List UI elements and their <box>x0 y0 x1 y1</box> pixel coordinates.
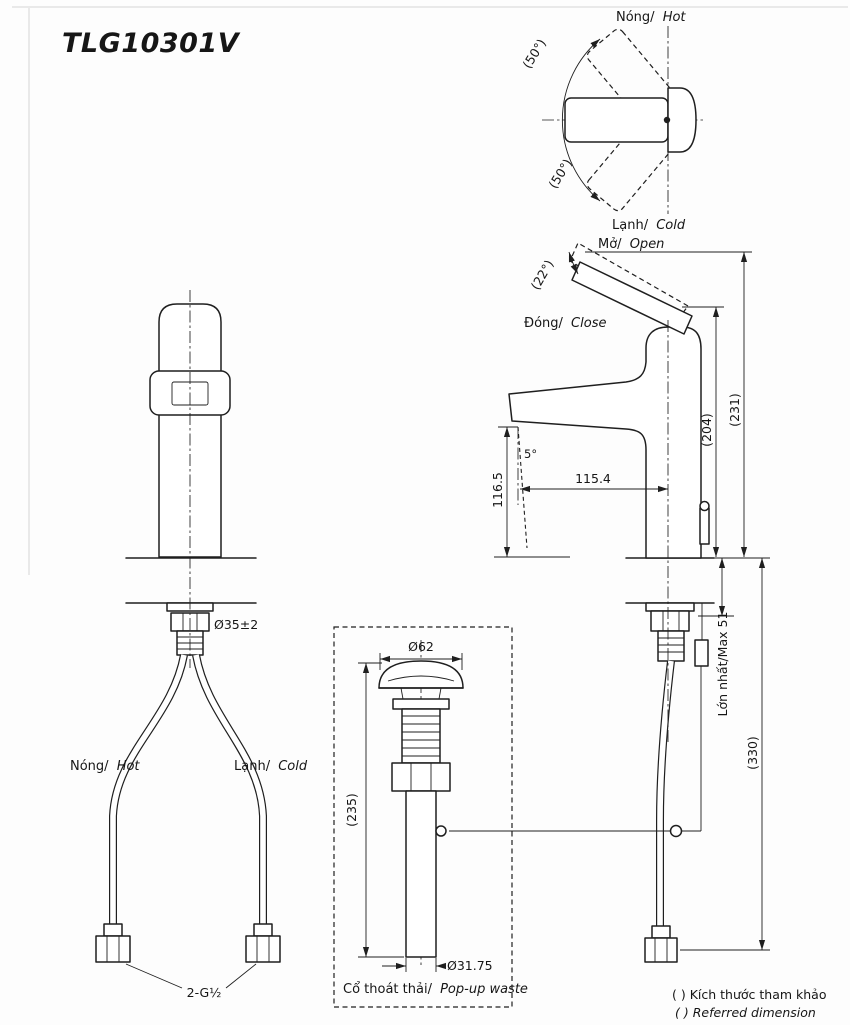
swing-angle-lower-label: (50°) <box>545 156 575 191</box>
hose-collar-left <box>103 923 123 937</box>
hose-collar-right <box>253 923 273 937</box>
open-label: Mở/ Open <box>598 237 664 252</box>
dim-204-label: (204) <box>699 413 714 447</box>
popup-flange <box>392 698 450 710</box>
shank-washer <box>645 602 695 612</box>
spout-top-outline <box>667 87 697 153</box>
faucet-body-outline <box>508 326 702 559</box>
leader-line <box>225 963 257 989</box>
open-label-en: Open <box>630 237 665 252</box>
leader-line <box>125 963 183 989</box>
max-deck-label: Lớn nhất/Max 51 <box>715 612 730 717</box>
open-angle-label: (22°) <box>528 257 557 292</box>
popup-rod-knob-top <box>699 500 710 512</box>
popup-cap-inner-line <box>387 675 455 682</box>
model-title: TLG10301V <box>62 28 241 59</box>
legend-note-en: ( ) Referred dimension <box>675 1005 816 1020</box>
open-label-vi: Mở/ <box>598 237 622 252</box>
hot-hose-label-vi: Nóng/ <box>70 759 109 774</box>
popup-rod-clevis <box>694 639 709 667</box>
linkage-socket <box>435 825 447 837</box>
open-close-arc <box>568 251 579 275</box>
detail-box-dashed-border <box>333 626 513 1008</box>
length-label: (235) <box>344 793 359 827</box>
shank-diameter-label: Ø35±2 <box>214 617 258 632</box>
hot-direction-label-en: Hot <box>663 10 687 25</box>
supply-hose-core <box>657 660 674 928</box>
swing-arc <box>561 38 601 202</box>
handle-rotated-outline <box>586 107 683 212</box>
hose-right-outline <box>192 654 267 926</box>
hose-nut-left <box>95 935 131 963</box>
legend: ( ) Kích thước tham khảo ( ) Referred di… <box>672 987 826 1020</box>
cold-direction-label: Lạnh/ Cold <box>612 218 686 233</box>
front-view: Ø35±2 Nóng/ Hot Lạnh/ Cold 2-G½ <box>70 290 308 1000</box>
hose-right-core <box>193 654 266 926</box>
close-label-vi: Đóng/ <box>524 316 564 331</box>
stream-angle-label: 5° <box>524 447 537 461</box>
shank-locknut <box>650 610 690 632</box>
hose-nut-right <box>245 935 281 963</box>
popup-locknut <box>391 762 451 792</box>
popup-caption: Cổ thoát thải/ Pop-up waste <box>343 982 528 997</box>
hot-hose-label-en: Hot <box>117 759 141 774</box>
handle-swing-upper <box>586 28 683 133</box>
dim-330-label: (330) <box>745 736 760 770</box>
hose-left-outline <box>109 654 188 926</box>
dim-115-4-label: 115.4 <box>575 471 611 486</box>
cold-hose-label: Lạnh/ Cold <box>234 759 308 774</box>
dim-231-label: (231) <box>727 393 742 427</box>
popup-rod-knob <box>699 507 710 545</box>
cold-direction-label-vi: Lạnh/ <box>612 218 649 233</box>
threaded-shank <box>657 630 685 662</box>
swing-angle-upper-label: (50°) <box>519 36 549 71</box>
handle-closed-outline <box>571 261 693 335</box>
popup-waste-view: Ø62 (235) Ø31.75 Cổ thoát thải/ <box>333 626 528 1008</box>
close-label-en: Close <box>571 316 606 331</box>
tail-diameter-label: Ø31.75 <box>447 958 493 973</box>
hot-hose-label: Nóng/ Hot <box>70 759 140 774</box>
legend-note-vi: ( ) Kích thước tham khảo <box>672 987 826 1002</box>
cold-hose-label-vi: Lạnh/ <box>234 759 271 774</box>
popup-threaded-body <box>401 708 441 764</box>
cold-direction-label-en: Cold <box>656 218 686 233</box>
linkage-ball-joint <box>669 824 683 838</box>
hose-nut <box>644 937 678 963</box>
handle-neutral-outline <box>564 97 669 143</box>
hot-direction-label: Nóng/ Hot <box>616 10 686 25</box>
cap-diameter-label: Ø62 <box>408 639 434 654</box>
popup-caption-en: Pop-up waste <box>440 982 528 997</box>
popup-caption-vi: Cổ thoát thải/ <box>343 982 433 997</box>
handle-swing-lower <box>586 107 683 212</box>
popup-tailpiece-tube <box>405 790 437 958</box>
connection-size-label: 2-G½ <box>187 985 222 1000</box>
popup-cap-outline <box>378 660 464 689</box>
dim-116-5-label: 116.5 <box>490 472 505 508</box>
hose-left-core <box>110 654 187 926</box>
close-label: Đóng/ Close <box>524 316 606 331</box>
cap-stem <box>438 687 442 700</box>
side-view: 116.5 115.4 5° (204) (231) (330) Lớn nhấ… <box>449 237 770 963</box>
cold-hose-label-en: Cold <box>278 759 308 774</box>
hot-direction-label-vi: Nóng/ <box>616 10 655 25</box>
cap-stem <box>400 687 404 700</box>
handle-rotated-outline <box>586 28 683 133</box>
water-stream-dashes <box>517 426 528 549</box>
hose-collar <box>651 925 671 939</box>
spout-aerator-dot <box>663 116 671 124</box>
top-view: Nóng/ Hot Lạnh/ Cold (50°) (50°) <box>519 10 706 233</box>
